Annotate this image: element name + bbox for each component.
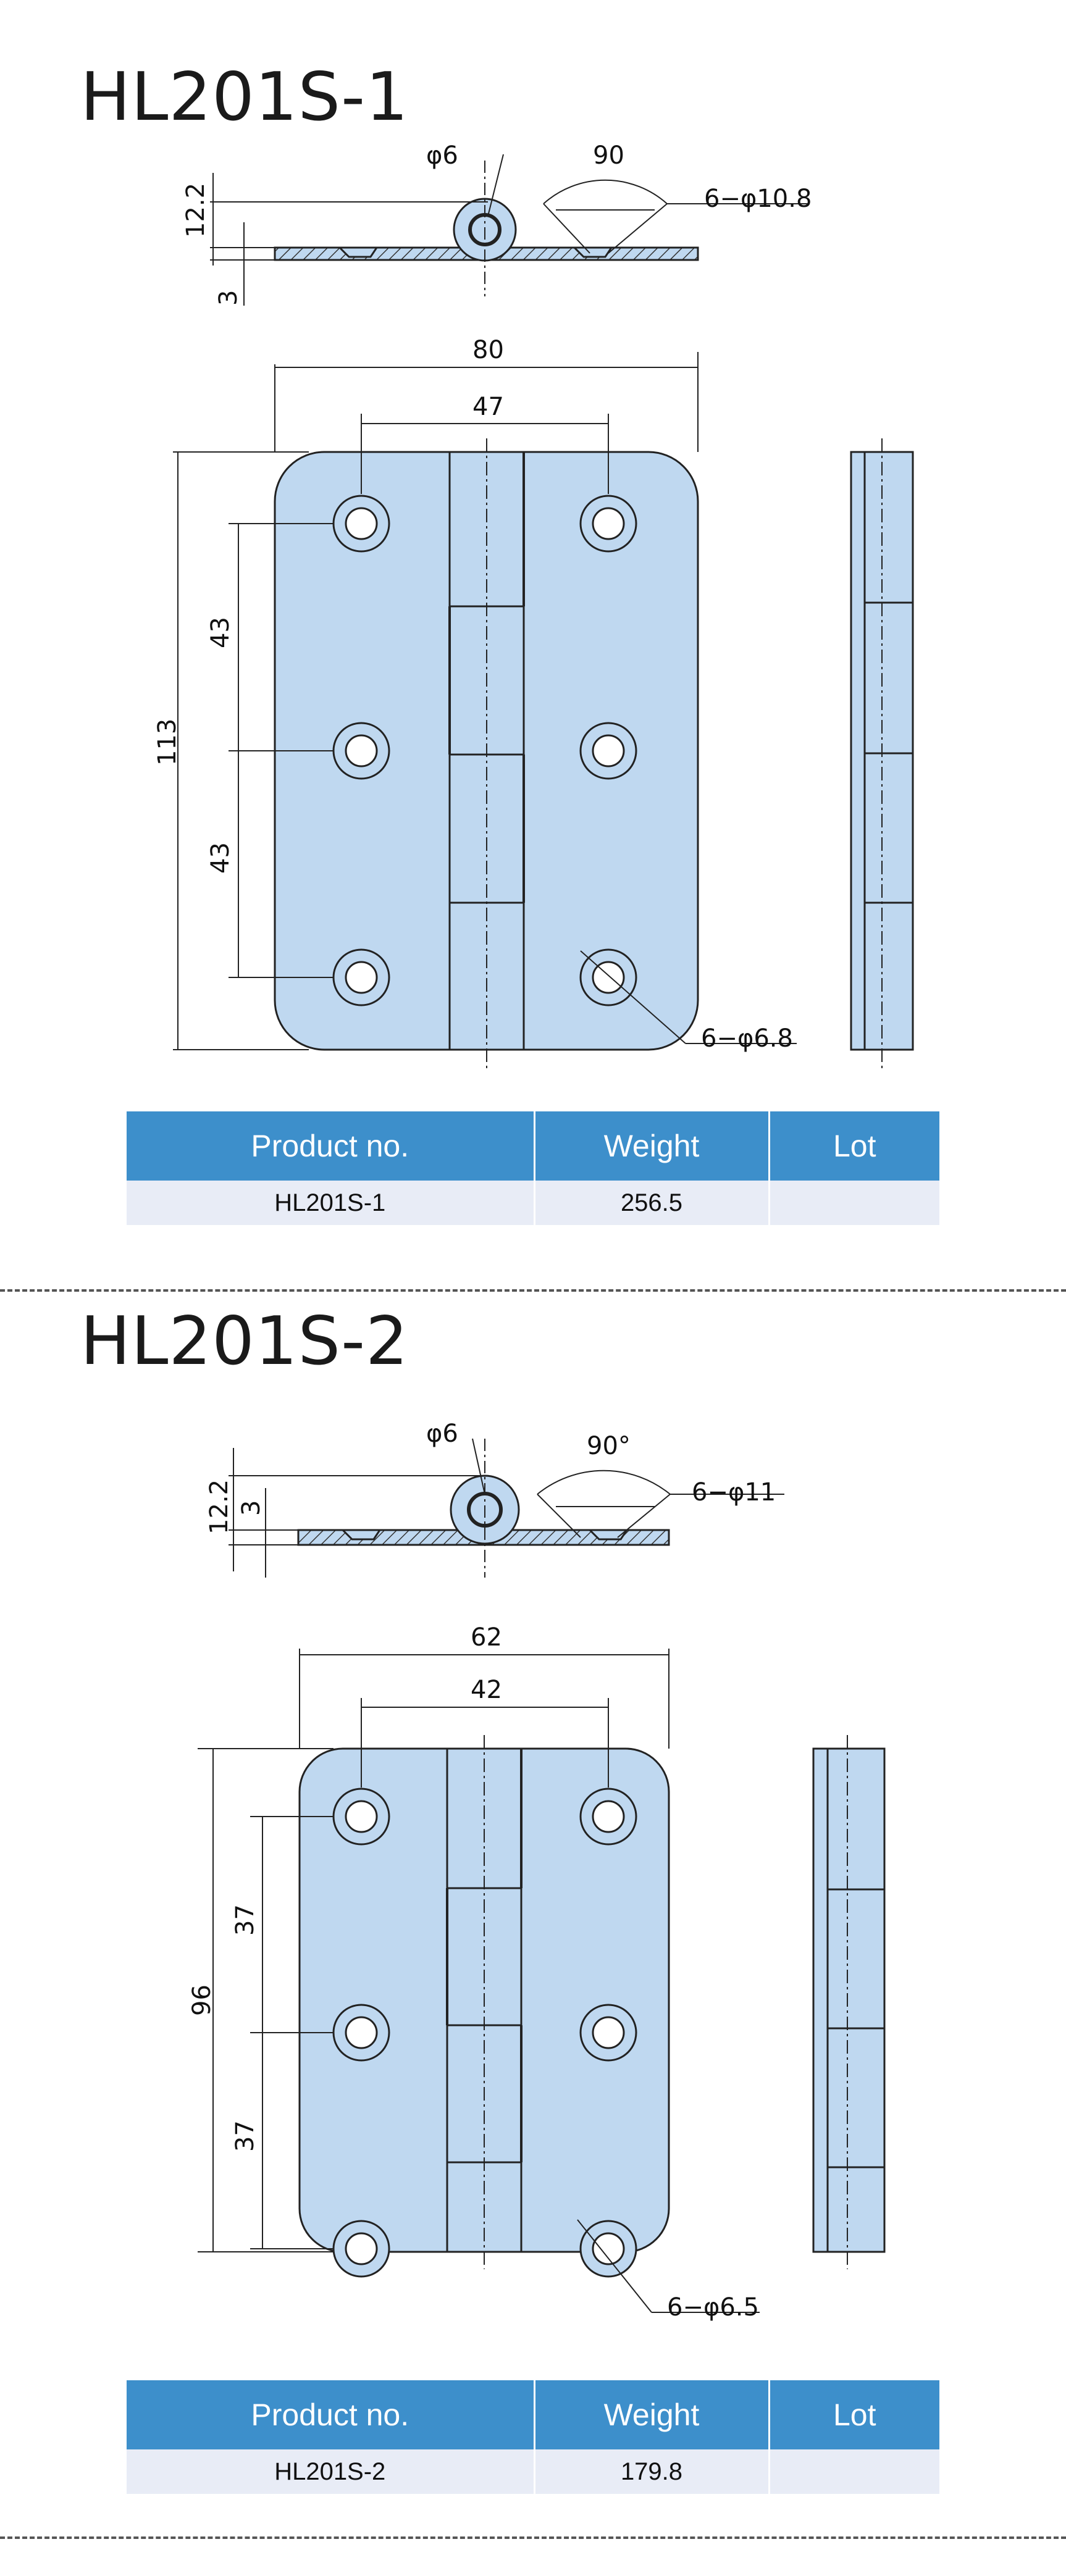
cell-weight: 179.8 [534,2449,770,2494]
front-view [274,438,699,1068]
plate-dim-label: 3 [214,290,243,306]
side-profile-view [229,1438,784,1578]
length-dim-label: 96 [188,1984,216,2016]
hinge-drawing-1: φ6 90 6−φ10.8 12.2 3 [153,141,914,1068]
hole-top-right [579,1788,637,1846]
product-section-2: HL201S-2 φ6 90° [0,1290,1066,2576]
hole-span-dim-label: 47 [472,393,504,421]
plate-dim-label: 3 [237,1500,266,1516]
product-section-1: HL201S-1 [80,59,939,1225]
spec-table: Product no. Weight Lot HL201S-2 179.8 [127,2380,939,2494]
hole-bot-right [579,2220,637,2278]
header-lot: Lot [769,1111,939,1181]
table-header-row: Product no. Weight Lot [127,1111,939,1181]
angle-dim-label: 90° [587,1432,631,1460]
hole-top-left [332,495,390,553]
pin-dim-label: φ6 [426,141,458,170]
pin-dim-label: φ6 [426,1420,458,1448]
cell-weight: 256.5 [534,1181,770,1225]
pitch1-dim-label: 43 [206,617,235,648]
section-divider [0,1289,1066,1292]
header-lot: Lot [769,2380,939,2449]
hole-bot-left [332,2220,390,2278]
holes-dim-label: 6−φ6.8 [701,1024,793,1053]
hole-mid-left [332,722,390,780]
header-product-no: Product no. [127,2380,535,2449]
section-divider [0,2536,1066,2539]
holes-dim-label: 6−φ6.5 [667,2293,759,2322]
length-dim-label: 113 [153,719,182,766]
hole-span-dim-label: 42 [471,1676,502,1704]
header-weight: Weight [534,1111,770,1181]
height-dim-label: 12.2 [205,1479,233,1534]
height-dim-label: 12.2 [182,183,210,238]
hole-mid-right [579,2004,637,2062]
pitch2-dim-label: 43 [206,842,235,874]
hinge-drawing-2: φ6 90° 6−φ11 12.2 3 [188,1420,886,2322]
hole-mid-right [579,722,637,780]
countersink-dim-label: 6−φ10.8 [704,185,812,213]
countersink-dim-label: 6−φ11 [692,1478,776,1507]
hole-mid-left [332,2004,390,2062]
hole-top-right [579,495,637,553]
front-view [298,1735,670,2269]
cell-product-no: HL201S-1 [127,1181,535,1225]
cell-product-no: HL201S-2 [127,2449,535,2494]
pitch1-dim-label: 37 [231,1904,259,1936]
cell-lot [769,2449,939,2494]
edge-view [850,438,914,1068]
table-row: HL201S-1 256.5 [127,1181,939,1225]
angle-dim-label: 90 [593,141,624,170]
side-profile-view [210,154,809,306]
table-row: HL201S-2 179.8 [127,2449,939,2494]
width-dim-label: 62 [471,1623,502,1652]
hole-bot-left [332,948,390,1006]
mounting-holes [332,1788,637,2278]
dimension-lines [198,1649,760,2313]
header-product-no: Product no. [127,1111,535,1181]
width-dim-label: 80 [472,336,504,364]
table-header-row: Product no. Weight Lot [127,2380,939,2449]
dimension-lines [173,352,797,1050]
product-title: HL201S-1 [80,59,409,136]
cell-lot [769,1181,939,1225]
header-weight: Weight [534,2380,770,2449]
edge-view [812,1735,886,2269]
hole-top-left [332,1788,390,1846]
spec-table: Product no. Weight Lot HL201S-1 256.5 [127,1111,939,1225]
pitch2-dim-label: 37 [231,2120,259,2152]
product-title: HL201S-2 [80,1303,409,1380]
mounting-holes [332,495,637,1006]
